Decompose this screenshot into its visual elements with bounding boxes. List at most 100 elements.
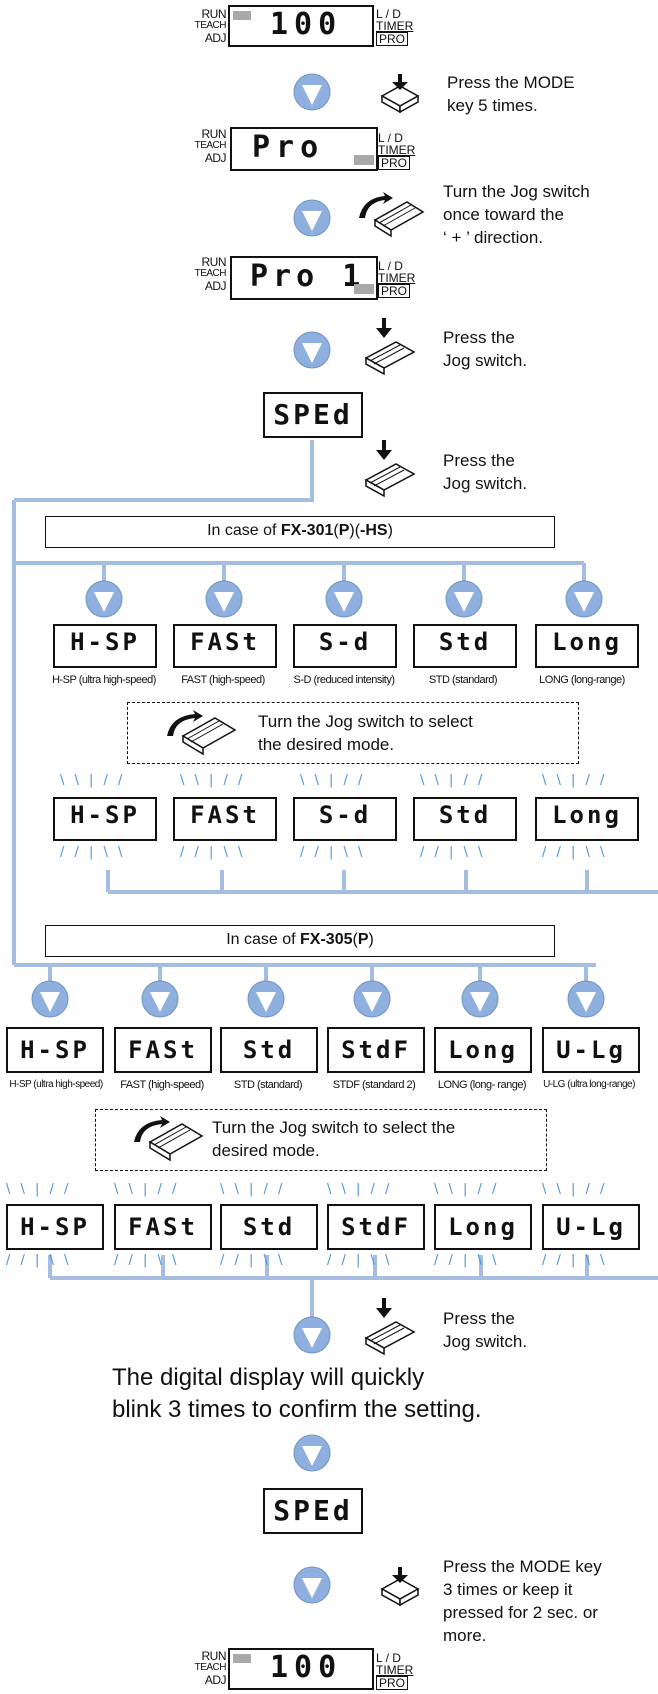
pro-indicator xyxy=(354,284,374,294)
blink-rays: / / | \ \ xyxy=(6,1253,72,1268)
jog-switch-press-icon xyxy=(364,1298,416,1356)
instruction-final: Press the MODE key 3 times or keep it pr… xyxy=(443,1557,602,1645)
mode-readout: H-SP xyxy=(20,1036,90,1064)
mode-key-press-icon xyxy=(380,1567,420,1607)
mode-display-stdf: StdF xyxy=(327,1027,425,1073)
blink-rays: \ \ | / / xyxy=(327,1182,393,1197)
model-p: P xyxy=(338,522,350,539)
mode-readout: H-SP xyxy=(20,1213,90,1241)
mode-display-hsp: H-SP xyxy=(53,624,157,668)
mode-caption: FAST (high-speed) xyxy=(181,674,265,686)
ld-label: L / D xyxy=(376,1651,401,1665)
digital-readout: SPEd xyxy=(273,1494,353,1527)
panel-2-display: Pro xyxy=(230,127,378,171)
sped-display: SPEd xyxy=(263,1488,363,1534)
pro-label: PRO xyxy=(376,1676,409,1690)
select-instruction: Turn the Jog switch to select the desire… xyxy=(212,1118,456,1160)
sped-display: SPEd xyxy=(263,392,363,438)
digital-readout: 100 xyxy=(270,7,343,42)
down-arrow-icon xyxy=(247,980,285,1018)
select-instruction: Turn the Jog switch to select the desire… xyxy=(258,712,473,754)
blink-rays: \ \ | / / xyxy=(420,773,486,788)
mode-readout: FASt xyxy=(190,801,260,829)
timer-label: TIMER xyxy=(376,1663,414,1677)
model-p: P xyxy=(357,931,369,948)
mode-caption: STD (standard) xyxy=(428,674,498,686)
blink-rays: \ \ | / / xyxy=(114,1182,180,1197)
mode-readout: FASt xyxy=(128,1213,198,1241)
blink-rays: / / | \ \ xyxy=(542,1253,608,1268)
mode-readout: StdF xyxy=(341,1036,411,1064)
mode-display-hsp: H-SP xyxy=(6,1027,104,1073)
blinking-display-ulg: U-Lg xyxy=(542,1204,640,1250)
blink-rays: \ \ | / / xyxy=(434,1182,500,1197)
mode-readout: FASt xyxy=(190,628,260,656)
blink-rays: / / | \ \ xyxy=(327,1253,393,1268)
mode-display-fast: FASt xyxy=(173,624,277,668)
pro-label: PRO xyxy=(378,156,411,170)
mode-readout: U-Lg xyxy=(556,1036,626,1064)
down-arrow-icon xyxy=(293,1316,331,1354)
blinking-display-long: Long xyxy=(434,1204,532,1250)
mode-readout: Std xyxy=(438,801,492,829)
ld-label: L / D xyxy=(378,131,403,145)
pro-label: PRO xyxy=(376,32,409,46)
run-label: RUN xyxy=(201,255,227,269)
mode-display-long: Long xyxy=(434,1027,532,1073)
mode-readout: Std xyxy=(438,628,492,656)
adj-label: ADJ xyxy=(204,279,227,293)
down-arrow-icon xyxy=(205,580,243,618)
jog-switch-press-icon xyxy=(364,440,416,498)
model-name: FX-305 xyxy=(300,931,353,948)
blink-rays: / / | \ \ xyxy=(114,1253,180,1268)
mode-caption: LONG (long- range) xyxy=(437,1079,527,1091)
select-mode-box xyxy=(127,702,579,764)
down-arrow-icon xyxy=(445,580,483,618)
adj-label: ADJ xyxy=(204,151,227,165)
down-arrow-icon xyxy=(461,980,499,1018)
instruction-step-3: Press the Jog switch. xyxy=(443,328,528,370)
mode-readout: S-d xyxy=(318,801,372,829)
run-label: RUN xyxy=(201,7,227,21)
teach-label: TEACH xyxy=(194,1662,227,1673)
mode-readout: Long xyxy=(448,1036,518,1064)
down-arrow-icon xyxy=(141,980,179,1018)
teach-label: TEACH xyxy=(194,140,227,151)
case-prefix: In case of xyxy=(226,931,301,948)
mode-caption: FAST (high-speed) xyxy=(120,1079,204,1091)
panel-1-display: 100 xyxy=(228,5,374,47)
blink-rays: \ \ | / / xyxy=(300,773,366,788)
down-arrow-icon xyxy=(293,1566,331,1604)
run-indicator xyxy=(233,1654,251,1663)
timer-label: TIMER xyxy=(376,19,414,33)
blink-rays: / / | \ \ xyxy=(60,845,126,860)
mode-caption: H-SP (ultra high-speed) xyxy=(9,1079,103,1090)
panel-final-right-labels: L / D TIMER PRO xyxy=(376,1652,413,1690)
adj-label: ADJ xyxy=(204,1673,227,1687)
blink-rays: / / | \ \ xyxy=(220,1253,286,1268)
case-fx305-header: In case of FX-305(P) xyxy=(45,925,555,957)
mode-display-sd: S-d xyxy=(293,624,397,668)
teach-label: TEACH xyxy=(194,20,227,31)
down-arrow-icon xyxy=(293,1434,331,1472)
instruction-step-2: Turn the Jog switch once toward the ‘ + … xyxy=(443,182,590,247)
instruction-step-1: Press the MODE key 5 times. xyxy=(447,73,575,115)
ld-label: L / D xyxy=(376,7,401,21)
mode-display-std: Std xyxy=(413,624,517,668)
blinking-display-std: Std xyxy=(220,1204,318,1250)
model-hs: -HS xyxy=(360,522,388,539)
mode-readout: FASt xyxy=(128,1036,198,1064)
case-prefix: In case of xyxy=(207,522,281,539)
digital-readout: 100 xyxy=(270,1650,343,1685)
run-indicator xyxy=(233,11,251,20)
instruction-step-5: Press the Jog switch. xyxy=(443,1309,528,1351)
mode-readout: Std xyxy=(242,1213,296,1241)
mode-readout: Long xyxy=(448,1213,518,1241)
mode-display-ulg: U-Lg xyxy=(542,1027,640,1073)
down-arrow-icon xyxy=(565,580,603,618)
down-arrow-icon xyxy=(293,199,331,237)
jog-switch-turn-icon xyxy=(134,1116,204,1162)
blink-rays: \ \ | / / xyxy=(60,773,126,788)
down-arrow-icon xyxy=(567,980,605,1018)
run-label: RUN xyxy=(201,1649,227,1663)
